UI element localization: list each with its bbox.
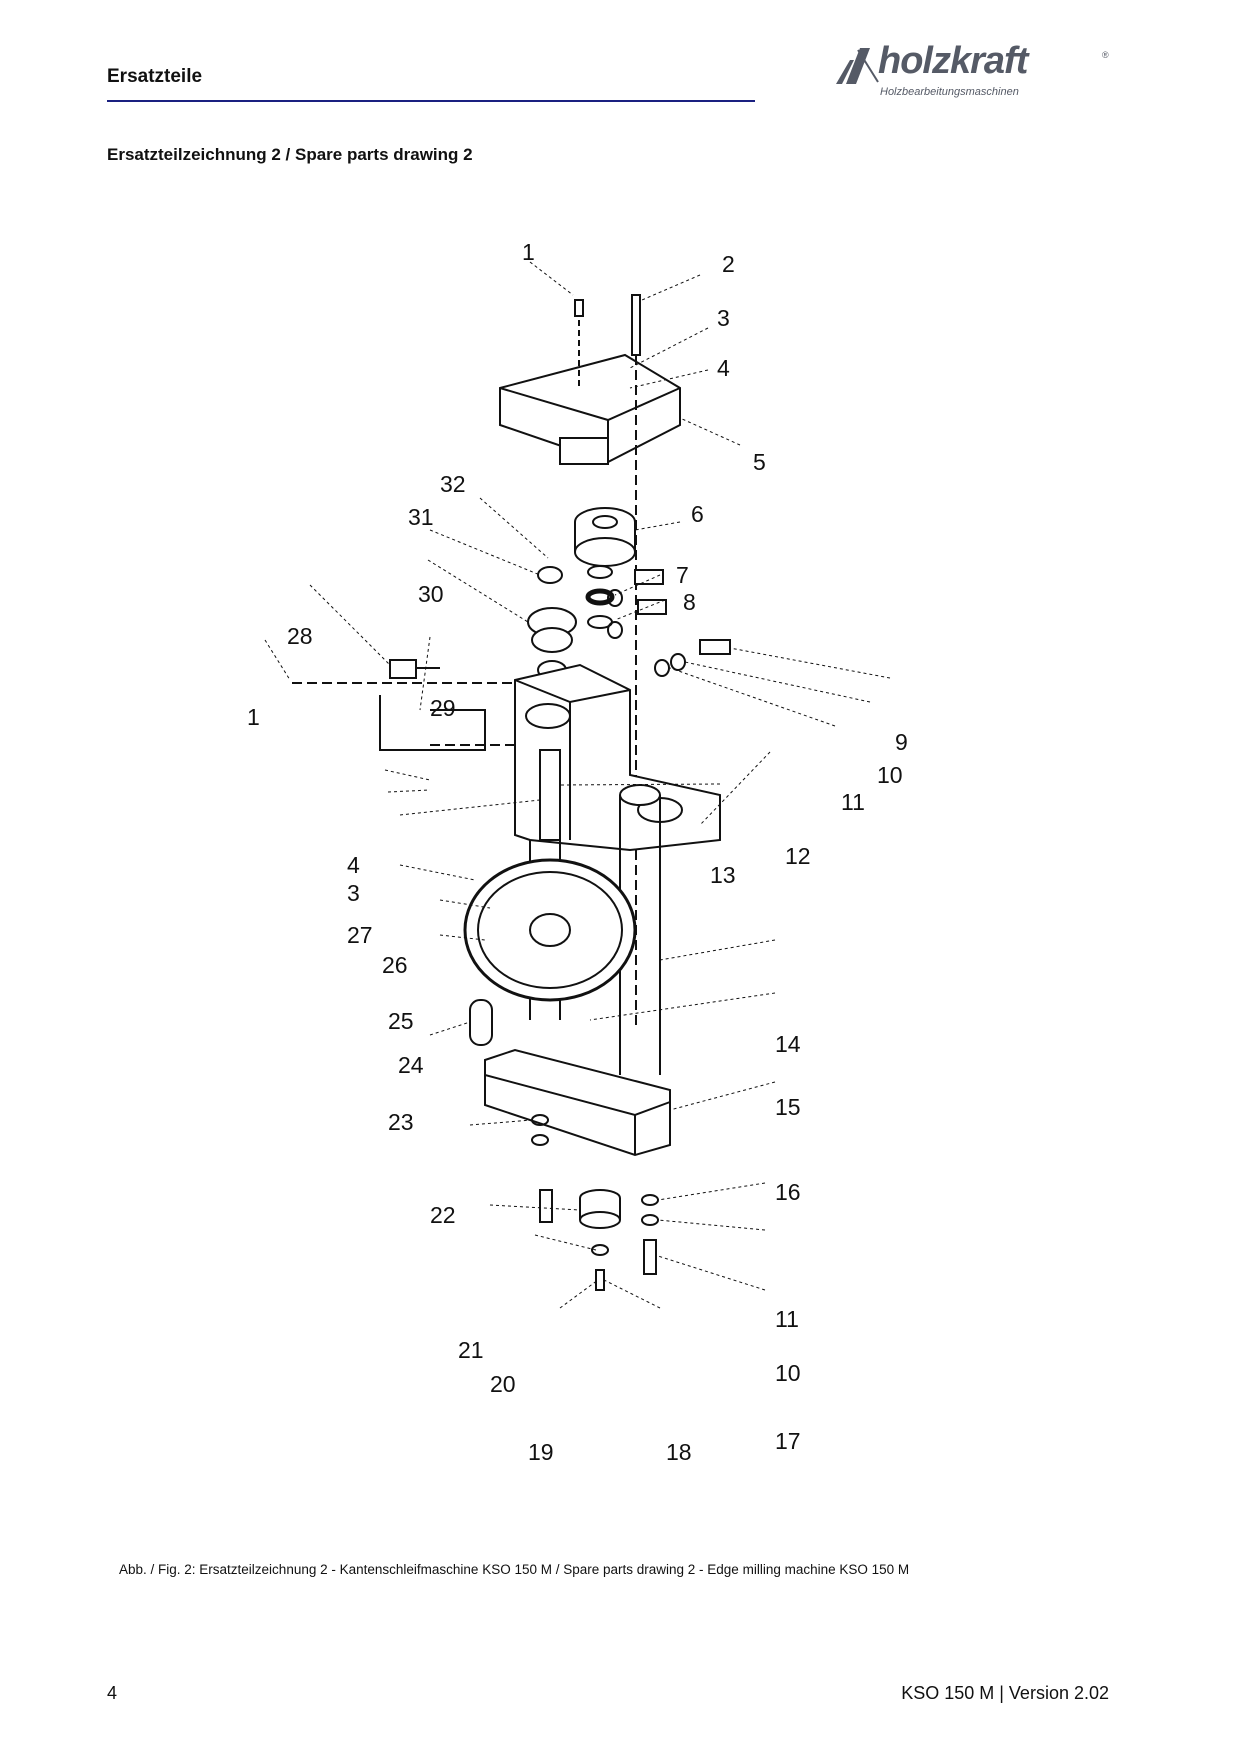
header-title: Ersatzteile	[107, 66, 203, 87]
callout-8: 8	[683, 589, 696, 615]
logo-mark-icon	[836, 48, 879, 84]
callout-3-left: 3	[347, 880, 360, 906]
callout-11-mid: 11	[841, 789, 865, 815]
callout-9: 9	[895, 729, 908, 755]
callout-1-top: 1	[522, 240, 535, 265]
callout-1-left: 1	[247, 704, 260, 730]
callout-19: 19	[528, 1439, 554, 1465]
callout-3-top: 3	[717, 305, 730, 331]
callout-21: 21	[458, 1337, 484, 1363]
callout-30: 30	[418, 581, 444, 607]
callout-20: 20	[490, 1371, 516, 1397]
header-rule	[107, 100, 755, 102]
logo-subtitle: Holzbearbeitungsmaschinen	[880, 86, 1019, 98]
callout-7: 7	[676, 562, 689, 588]
callout-15: 15	[775, 1094, 801, 1120]
callout-26: 26	[382, 952, 408, 978]
document-version: KSO 150 M | Version 2.02	[901, 1683, 1109, 1703]
callout-10-low: 10	[775, 1360, 801, 1386]
brand-logo: holzkraft ® Holzbearbeitungsmaschinen	[836, 40, 1116, 104]
page-number: 4	[107, 1683, 118, 1703]
callout-10-mid: 10	[877, 762, 903, 788]
callout-6: 6	[691, 501, 704, 527]
section-title: Ersatzteilzeichnung 2 / Spare parts draw…	[107, 145, 473, 164]
callout-4-left: 4	[347, 852, 360, 878]
callout-11-low: 11	[775, 1306, 799, 1332]
callout-16: 16	[775, 1179, 801, 1205]
callout-12: 12	[785, 843, 811, 869]
callout-5: 5	[753, 449, 766, 475]
callout-28: 28	[287, 623, 313, 649]
callout-32: 32	[440, 471, 466, 497]
callout-27: 27	[347, 922, 373, 948]
callout-23: 23	[388, 1109, 414, 1135]
callout-13: 13	[710, 862, 736, 888]
callout-2: 2	[722, 251, 735, 277]
logo-wordmark: holzkraft	[878, 40, 1028, 82]
callout-22: 22	[430, 1202, 456, 1228]
callout-31: 31	[408, 504, 434, 530]
callout-14: 14	[775, 1031, 801, 1057]
figure-caption: Abb. / Fig. 2: Ersatzteilzeichnung 2 - K…	[119, 1562, 910, 1577]
callout-24: 24	[398, 1052, 424, 1078]
callout-18: 18	[666, 1439, 692, 1465]
callout-25: 25	[388, 1008, 414, 1034]
callout-17: 17	[775, 1428, 801, 1454]
callout-29: 29	[430, 695, 456, 721]
logo-registered-mark: ®	[1102, 50, 1109, 60]
callout-4-top: 4	[717, 355, 730, 381]
spare-parts-drawing: 1 2 3 4 5 6 7 8 9 10 11 12 13 14 15 16 1…	[247, 240, 908, 1465]
